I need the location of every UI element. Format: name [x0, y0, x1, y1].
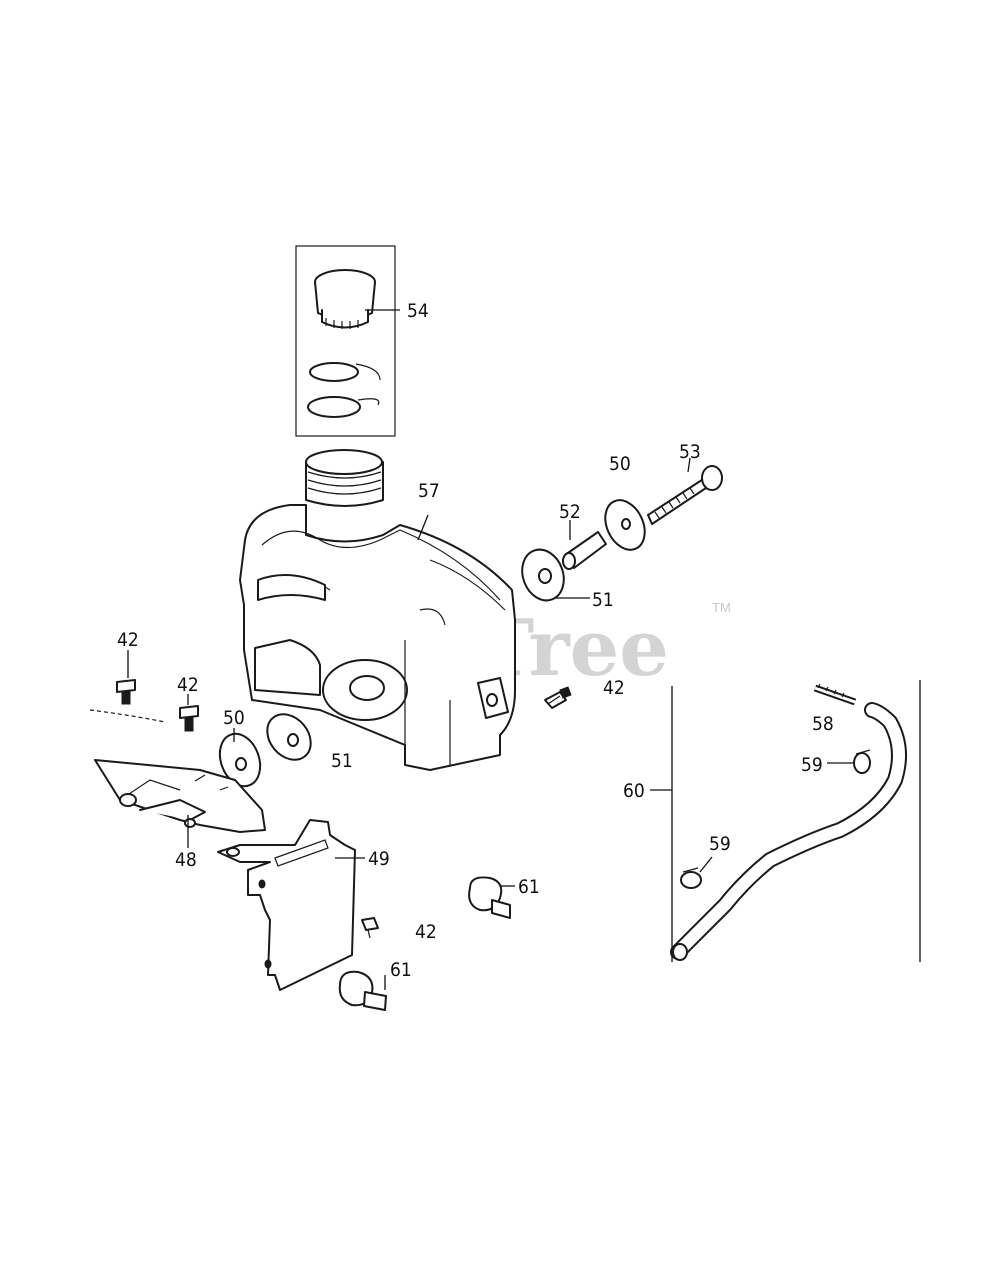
callout-58: 58 [812, 713, 834, 735]
clamp-61-upper[interactable] [468, 876, 515, 919]
callout-51-right: 51 [592, 589, 614, 611]
fuel-tank[interactable] [239, 449, 516, 771]
callout-49: 49 [368, 848, 390, 870]
callout-42-right: 42 [603, 677, 625, 699]
callout-labels: 54 57 50 53 52 51 42 42 42 50 51 48 49 6… [117, 300, 834, 981]
callout-61-lower: 61 [390, 959, 412, 981]
callout-52: 52 [559, 501, 581, 523]
watermark-trademark: TM [712, 600, 731, 615]
callout-42-left-a: 42 [117, 629, 139, 651]
fuel-line-assembly[interactable] [650, 680, 921, 962]
clamp-61-lower[interactable] [338, 970, 387, 1011]
washer-51-left[interactable] [258, 706, 319, 769]
callout-59-lower: 59 [709, 833, 731, 855]
washer-50-left[interactable] [213, 728, 267, 792]
callout-42-lower: 42 [415, 921, 437, 943]
callout-48: 48 [175, 849, 197, 871]
kit-box [295, 245, 396, 437]
tank-bracket[interactable] [89, 709, 266, 848]
callout-61-upper: 61 [518, 876, 540, 898]
callout-54: 54 [407, 300, 429, 322]
bolt-42-lower[interactable] [361, 917, 379, 939]
callout-60: 60 [623, 780, 645, 802]
heat-shield[interactable] [217, 819, 365, 991]
tank-bolt-assembly[interactable] [515, 457, 723, 606]
callout-51-left: 51 [331, 750, 353, 772]
callout-42-left-b: 42 [177, 674, 199, 696]
bolt-42-left-b[interactable] [179, 694, 199, 732]
fuel-cap-kit[interactable] [295, 245, 400, 437]
callout-50-left: 50 [223, 707, 245, 729]
callout-50-right: 50 [609, 453, 631, 475]
callout-53: 53 [679, 441, 701, 463]
bolt-42-left-a[interactable] [116, 650, 136, 705]
bolt-42-right[interactable] [544, 686, 572, 709]
callout-59-upper: 59 [801, 754, 823, 776]
callout-57: 57 [418, 480, 440, 502]
